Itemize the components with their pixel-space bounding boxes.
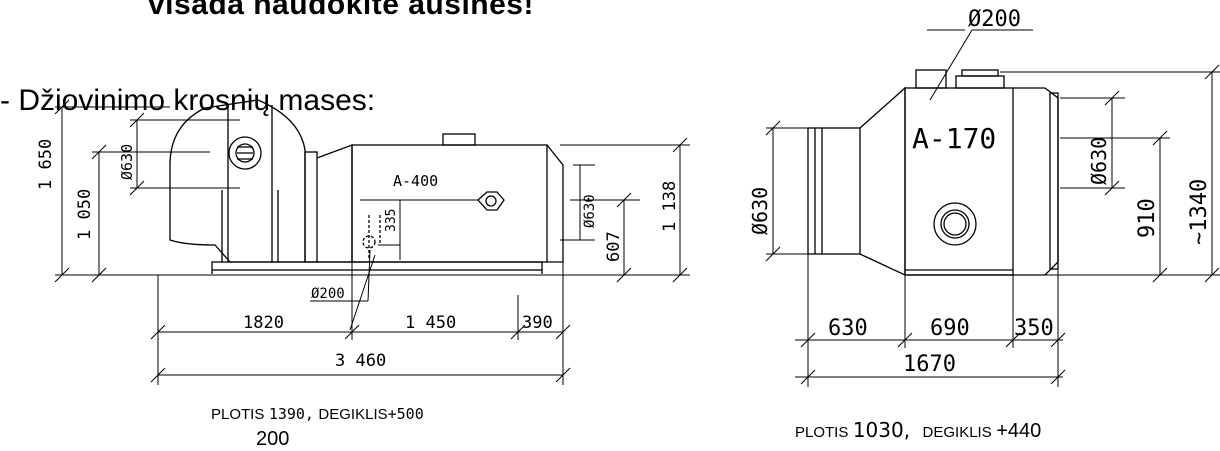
dim-total-height-left: 1 650 bbox=[36, 139, 56, 190]
top-port bbox=[442, 133, 476, 146]
dim-body-height: 1 138 bbox=[660, 181, 680, 232]
dim-top-pipe: Ø200 bbox=[968, 7, 1021, 32]
burner-value-right: +440 bbox=[996, 420, 1042, 442]
dim-burner-offset: 335 bbox=[384, 209, 399, 232]
dim-len-c-right: 350 bbox=[1014, 316, 1054, 341]
inlet-pipe bbox=[807, 127, 861, 255]
inlet-flange bbox=[304, 151, 318, 263]
dim-outlet-height-right: 910 bbox=[1135, 198, 1160, 238]
dim-outlet-height-left: 607 bbox=[604, 231, 624, 262]
width-label-right: PLOTIS bbox=[795, 424, 849, 441]
right-drawing bbox=[807, 69, 1059, 277]
furnace-body bbox=[351, 144, 548, 263]
dim-total-length-right: 1670 bbox=[903, 352, 956, 377]
burner-label-left: DEGIKLIS bbox=[318, 406, 388, 423]
dim-right-outlet: Ø630 bbox=[1087, 137, 1111, 185]
model-label-right: A-170 bbox=[912, 122, 996, 155]
dim-fan-diameter: Ø630 bbox=[118, 144, 136, 180]
burner-port bbox=[477, 191, 505, 211]
burner-port bbox=[933, 202, 977, 246]
dim-len-a-right: 630 bbox=[828, 316, 868, 341]
dim-pipe-diameter-left: Ø200 bbox=[311, 286, 345, 302]
caption-left: PLOTIS 1390, DEGIKLIS+500 bbox=[211, 405, 424, 424]
burner-value-left: +500 bbox=[387, 405, 424, 423]
fan-hub bbox=[228, 136, 262, 170]
dim-left-inlet: Ø630 bbox=[748, 187, 772, 235]
base-frame bbox=[211, 261, 543, 271]
dim-len-b-left: 1 450 bbox=[405, 313, 456, 333]
dim-len-a-left: 1820 bbox=[243, 313, 284, 333]
dim-len-c-left: 390 bbox=[522, 313, 553, 333]
left-drawing bbox=[169, 99, 564, 274]
dim-total-length-left: 3 460 bbox=[335, 351, 386, 371]
burner-label-right: DEGIKLIS bbox=[922, 424, 992, 441]
model-label-left: A-400 bbox=[393, 172, 438, 190]
dim-len-b-right: 690 bbox=[930, 316, 970, 341]
width-value-right: 1030, bbox=[852, 418, 911, 442]
width-value-left: 1390, bbox=[268, 405, 314, 423]
width-label-left: PLOTIS bbox=[211, 406, 265, 423]
left-dimension-lines bbox=[54, 99, 690, 385]
fan-housing-shape bbox=[169, 99, 306, 263]
caption-right: PLOTIS 1030, DEGIKLIS +440 bbox=[795, 418, 1041, 443]
dim-total-height-right: ~1340 bbox=[1187, 179, 1212, 245]
top-pipe bbox=[915, 69, 947, 89]
dim-inner-height-left: 1 050 bbox=[75, 189, 95, 240]
right-dimension-lines bbox=[765, 29, 1220, 387]
section-heading: - Džiovinimo krosnių mases: bbox=[0, 84, 376, 117]
box-body bbox=[904, 87, 1014, 276]
warning-text: visada naudokite ausines! bbox=[148, 0, 534, 21]
caption-extra-left: 200 bbox=[256, 428, 290, 450]
dim-outlet-diameter-left: Ø630 bbox=[582, 194, 598, 228]
